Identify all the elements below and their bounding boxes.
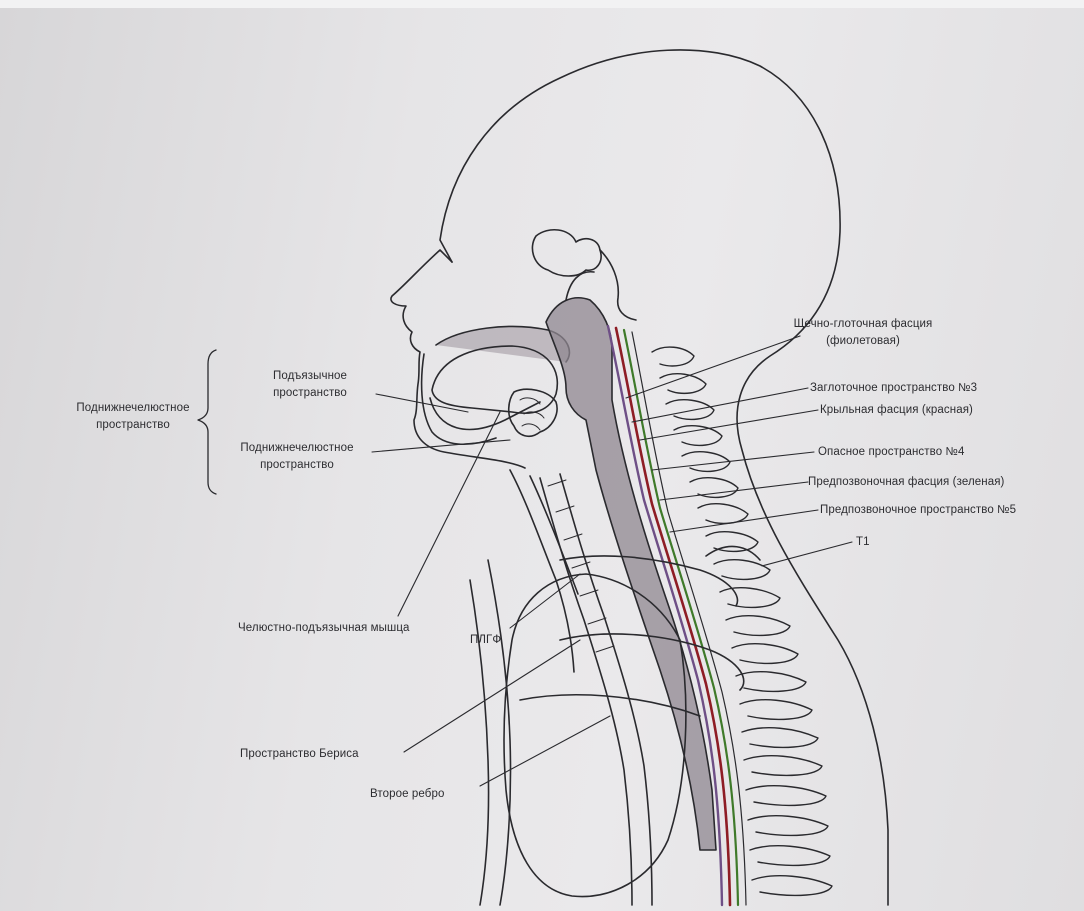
label-burns-space: Пространство Бериса	[240, 746, 359, 763]
label-second-rib: Второе ребро	[370, 786, 444, 803]
mandible	[422, 354, 496, 444]
label-danger-space: Опасное пространство №4	[818, 444, 964, 461]
label-buccopharyngeal-fascia: Щечно-глоточная фасция (фиолетовая)	[778, 316, 948, 350]
label-buccopharyngeal-color: (фиолетовая)	[778, 333, 948, 350]
label-t1: T1	[856, 534, 870, 551]
label-submaxillary-line1: Поднижнечелюстное	[222, 440, 372, 457]
label-sublingual-line2: пространство	[248, 385, 372, 402]
label-alar-fascia: Крыльная фасция (красная)	[820, 402, 973, 419]
label-retropharyngeal-space: Заглоточное пространство №3	[810, 380, 977, 397]
label-mylohyoid-muscle: Челюстно-подъязычная мышца	[238, 620, 410, 637]
label-plpf: ПЛГФ	[470, 632, 501, 649]
label-submaxillary-space: Поднижнечелюстное пространство	[222, 440, 372, 474]
face-profile	[391, 250, 525, 468]
label-submaxillary-line2: пространство	[222, 457, 372, 474]
label-buccopharyngeal-text: Щечно-глоточная фасция	[778, 316, 948, 333]
skull-base	[532, 230, 601, 276]
label-prevertebral-space: Предпозвоночное пространство №5	[820, 502, 1016, 519]
label-sublingual-line1: Подъязычное	[248, 368, 372, 385]
label-submandibular-group-line1: Поднижнечелюстное	[58, 400, 208, 417]
label-prevertebral-fascia: Предпозвоночная фасция (зеленая)	[808, 474, 1004, 491]
label-submandibular-group: Поднижнечелюстное пространство	[58, 400, 208, 434]
vertebral-column	[652, 347, 832, 895]
sternum	[488, 560, 511, 905]
label-sublingual-space: Подъязычное пространство	[248, 368, 372, 402]
label-submandibular-group-line2: пространство	[58, 417, 208, 434]
pharynx-shaded	[546, 298, 716, 850]
